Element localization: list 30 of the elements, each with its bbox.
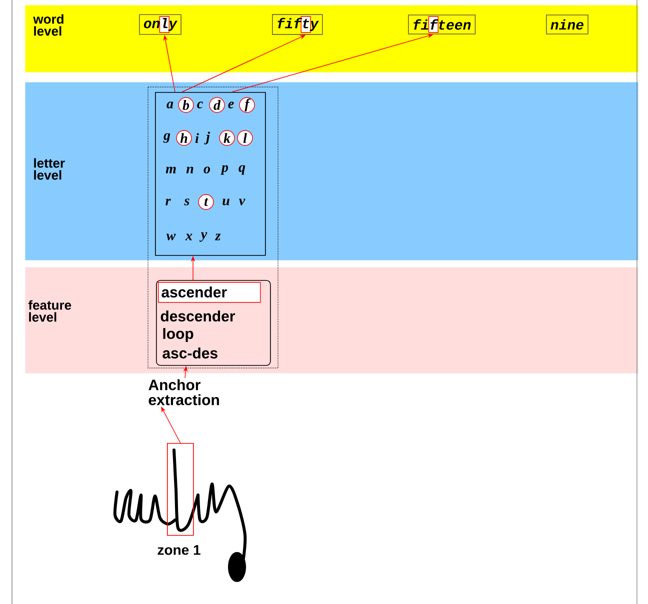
circled-letter: f	[239, 97, 255, 113]
letter: n	[186, 166, 194, 174]
letter: p	[220, 165, 228, 175]
letter: j	[204, 132, 210, 144]
ascender-box: ascender	[158, 282, 261, 303]
circled-letter: h	[176, 130, 192, 146]
circled-letter: d	[209, 97, 225, 113]
letter: a	[166, 102, 174, 108]
letter-box	[155, 92, 266, 256]
letter: g	[163, 133, 170, 143]
circled-letter: t	[198, 194, 214, 210]
circled-letter: k	[219, 130, 235, 146]
letter: x	[185, 234, 192, 240]
letter: m	[166, 166, 176, 174]
letter: y	[200, 232, 208, 242]
step-text: Anchor extraction	[148, 379, 219, 406]
letter: z	[214, 234, 221, 240]
letter: e	[228, 102, 234, 108]
circled-letter: b	[178, 97, 194, 113]
letter: r	[166, 198, 171, 206]
zone-label: zone 1	[158, 545, 200, 555]
letter: q	[238, 165, 246, 175]
zone-box	[167, 443, 194, 536]
letter: v	[239, 198, 246, 206]
letter: c	[197, 102, 203, 108]
letter: w	[166, 234, 176, 240]
circled-letter: l	[237, 130, 253, 146]
letter: o	[204, 166, 210, 174]
word-box: nine	[546, 14, 588, 34]
letter: i	[195, 133, 199, 143]
